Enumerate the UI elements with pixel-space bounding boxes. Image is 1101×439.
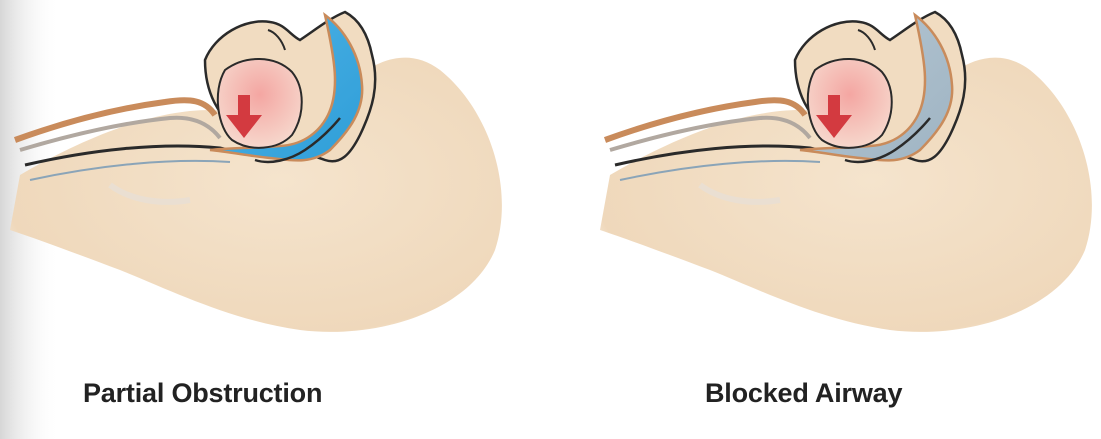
- panel-blocked-airway: Blocked Airway: [590, 0, 1101, 439]
- tongue: [808, 59, 892, 148]
- head-profile-illustration: [590, 0, 1101, 360]
- panel-partial-obstruction: Partial Obstruction: [0, 0, 520, 439]
- caption-blocked-airway: Blocked Airway: [705, 378, 902, 409]
- head-profile-illustration: [0, 0, 520, 360]
- tongue: [218, 59, 302, 148]
- caption-partial-obstruction: Partial Obstruction: [83, 378, 322, 409]
